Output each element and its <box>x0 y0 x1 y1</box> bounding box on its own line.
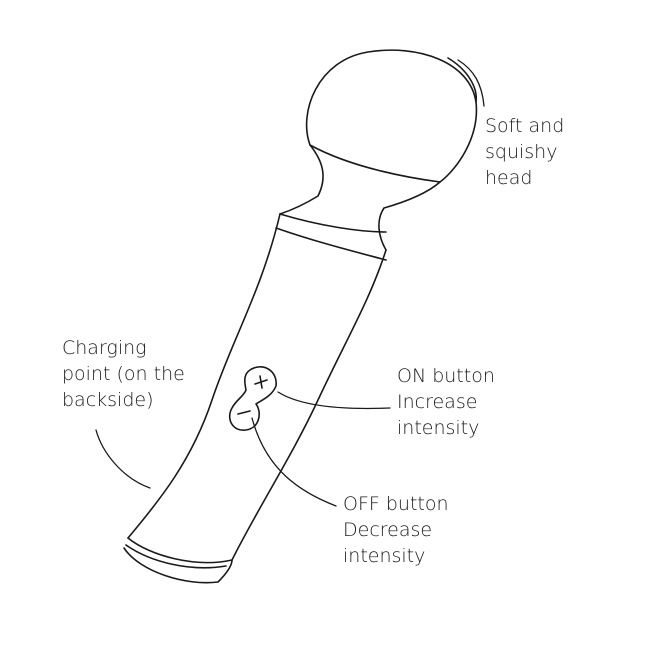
minus-icon[interactable] <box>237 410 251 415</box>
wand-neck <box>279 144 441 251</box>
plus-icon[interactable] <box>254 375 268 389</box>
leader-head <box>457 59 485 107</box>
off-button-label: OFF button Decrease intensity <box>343 493 449 567</box>
leader-charging <box>95 429 151 489</box>
control-buttons[interactable] <box>228 366 277 431</box>
on-button-label: ON button Increase intensity <box>397 365 495 439</box>
leader-off-button <box>251 417 337 507</box>
leader-on-button <box>277 391 391 410</box>
wand-handle <box>123 213 387 584</box>
charging-point-label: Charging point (on the backside) <box>62 337 185 411</box>
wand-head <box>305 49 478 183</box>
head-label: Soft and squishy head <box>485 115 565 189</box>
